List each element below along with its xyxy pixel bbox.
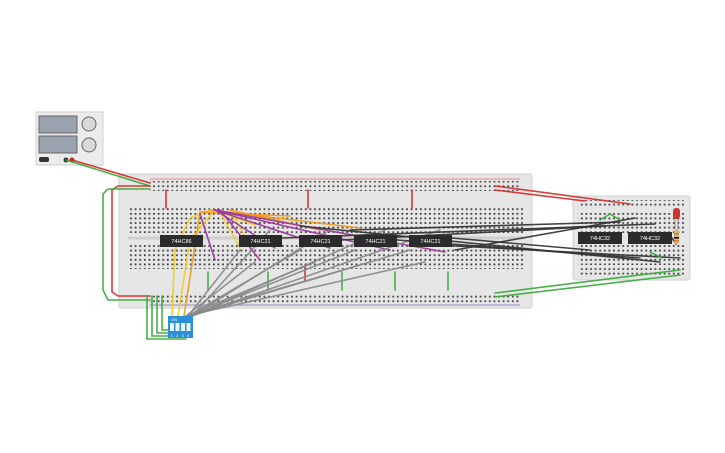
green-wire[interactable] — [161, 295, 171, 331]
chip-74hc21-3[interactable]: 74HC21 — [354, 235, 397, 247]
dark-wire[interactable] — [299, 225, 661, 263]
dip-switch[interactable]: ON 1 2 3 4 — [168, 316, 193, 338]
chip-label: 74HC86 — [171, 239, 191, 245]
top-power-rail[interactable] — [150, 181, 520, 191]
purple-wire[interactable] — [214, 209, 446, 253]
green-wire[interactable] — [146, 295, 187, 340]
dip-toggle-3[interactable] — [181, 323, 185, 331]
red-wire[interactable] — [494, 189, 586, 202]
red-wire[interactable] — [494, 185, 631, 205]
power-switch[interactable] — [39, 157, 49, 162]
voltage-display — [38, 115, 78, 134]
power-supply[interactable] — [35, 111, 104, 166]
green-wire[interactable] — [494, 274, 681, 298]
chip-74hc86[interactable]: 74HC86 — [160, 235, 203, 247]
chip-label: 74HC21 — [250, 239, 270, 245]
dip-toggle-1[interactable] — [170, 323, 174, 331]
dip-on-label: ON — [171, 317, 177, 322]
dip-position-3: 3 — [182, 333, 185, 338]
dark-wire[interactable] — [419, 243, 681, 259]
yellow-wire[interactable] — [219, 211, 241, 249]
chip-label: 74HC21 — [310, 239, 330, 245]
chip-label: 74HC32 — [590, 236, 610, 242]
green-wire[interactable] — [494, 269, 681, 294]
green-wire[interactable] — [65, 159, 151, 187]
resistor[interactable] — [674, 230, 679, 244]
green-wire[interactable] — [102, 188, 151, 301]
green-wire[interactable] — [599, 213, 621, 221]
chip-74hc21-1[interactable]: 74HC21 — [239, 235, 282, 247]
gray-wire[interactable] — [185, 261, 426, 317]
dip-position-2: 2 — [176, 333, 179, 338]
current-knob[interactable] — [81, 137, 97, 153]
red-wire[interactable] — [71, 159, 151, 184]
voltage-knob[interactable] — [81, 116, 97, 132]
dip-position-4: 4 — [187, 333, 190, 338]
chips[interactable]: 74HC86 74HC21 74HC21 74HC21 74HC21 74HC3… — [160, 232, 672, 247]
gray-wire[interactable] — [185, 261, 316, 317]
led[interactable] — [673, 208, 680, 230]
chip-74hc21-4[interactable]: 74HC21 — [409, 235, 452, 247]
dark-wire[interactable] — [349, 221, 621, 231]
dip-toggle-4[interactable] — [186, 323, 191, 331]
chip-label: 74HC32 — [640, 236, 660, 242]
red-wire[interactable] — [111, 185, 151, 297]
gray-wire[interactable] — [185, 261, 256, 317]
gray-wire[interactable] — [187, 249, 241, 317]
chip-74hc32-2[interactable]: 74HC32 — [628, 232, 672, 244]
chip-74hc32-1[interactable]: 74HC32 — [578, 232, 622, 244]
green-wire[interactable] — [649, 251, 663, 259]
bottom-power-rail[interactable] — [150, 293, 520, 303]
dip-position-1: 1 — [171, 333, 174, 338]
gray-wire[interactable] — [185, 261, 371, 317]
purple-wire[interactable] — [199, 213, 216, 261]
chip-74hc21-2[interactable]: 74HC21 — [299, 235, 342, 247]
dark-wire[interactable] — [451, 237, 591, 251]
dip-toggle-2[interactable] — [175, 323, 180, 331]
current-display — [38, 135, 78, 154]
chip-label: 74HC21 — [420, 239, 440, 245]
dark-wire[interactable] — [454, 217, 636, 251]
chip-label: 74HC21 — [365, 239, 385, 245]
